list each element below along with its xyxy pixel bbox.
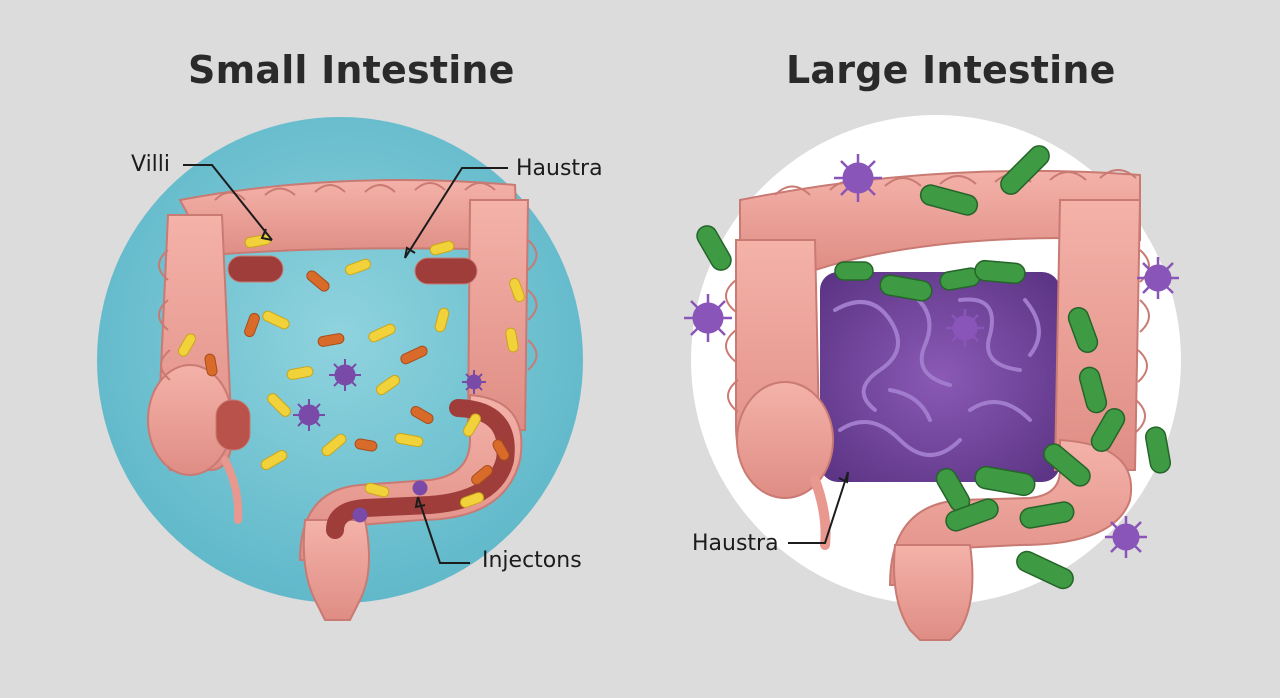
injections-label: Injectons	[482, 548, 582, 573]
large-intestine-viruses	[684, 154, 1179, 558]
large-intestine-leader-line	[788, 471, 849, 544]
large-intestine-title: Large Intestine	[786, 48, 1116, 92]
small-intestine-bacteria	[178, 234, 525, 508]
large-intestine-bacteria	[696, 145, 1172, 590]
small-intestine-leader-lines	[183, 164, 508, 564]
large-intestine-panel	[684, 115, 1181, 641]
small-intestine-title: Small Intestine	[188, 48, 515, 92]
lumen-folds	[833, 288, 1041, 457]
small-intestine-panel	[97, 117, 583, 621]
villi-label: Villi	[131, 152, 171, 177]
haustra-label-large: Haustra	[692, 531, 779, 556]
haustra-label-small: Haustra	[516, 156, 603, 181]
small-intestine-viruses	[293, 359, 486, 523]
small-intestine-cutaways	[215, 255, 515, 539]
purple-lumen	[820, 272, 1060, 482]
